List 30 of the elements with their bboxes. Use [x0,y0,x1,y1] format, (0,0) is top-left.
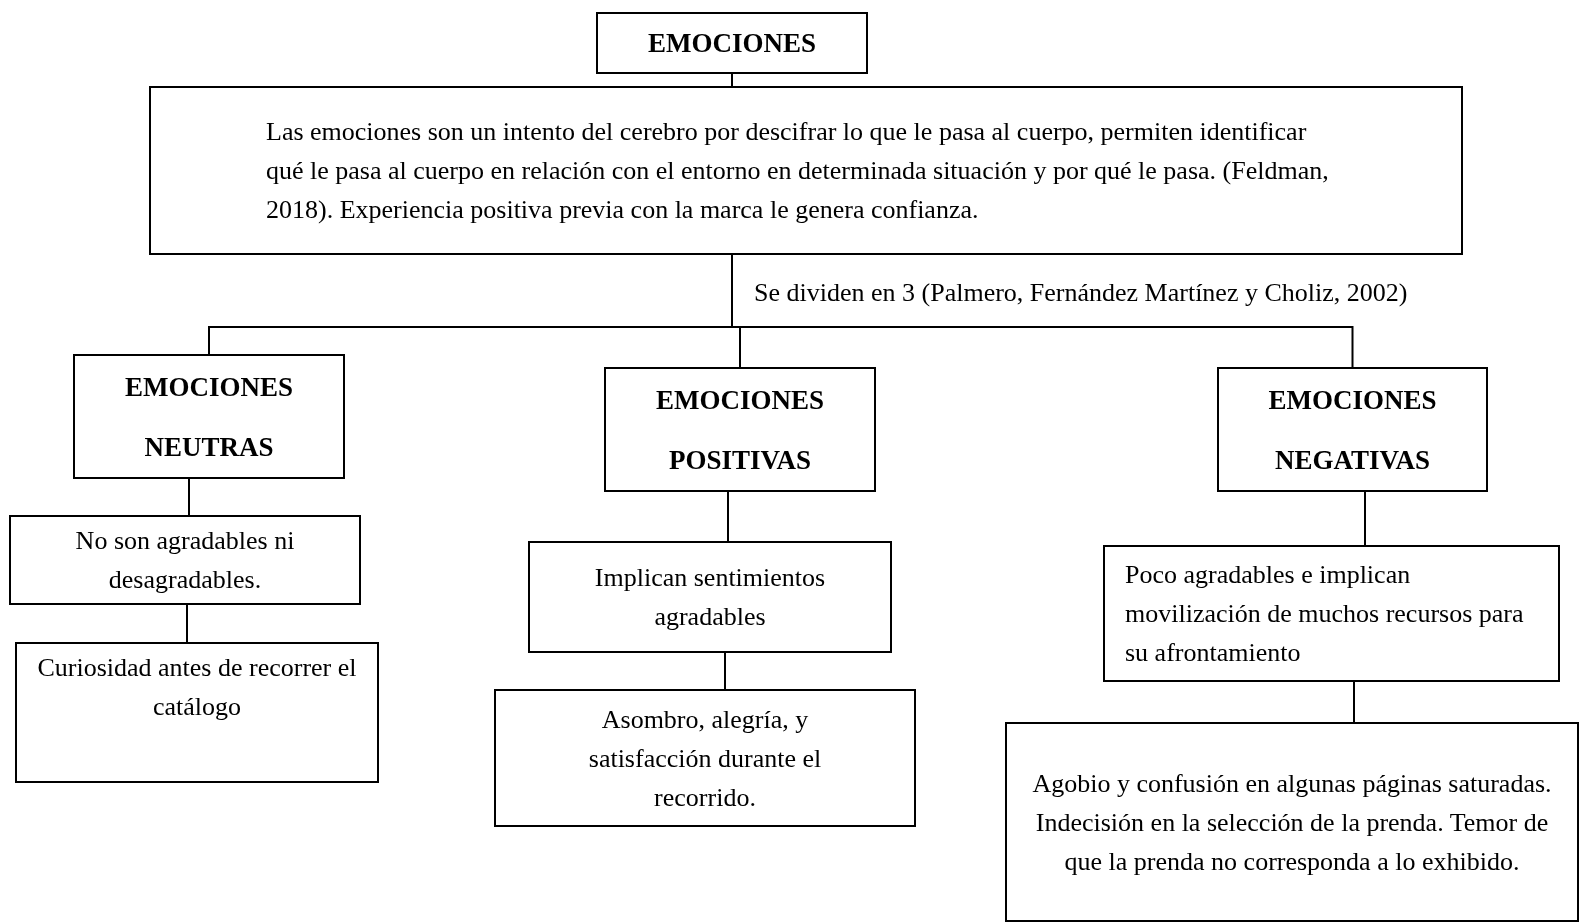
definition-box [149,86,1463,255]
description-box [1103,545,1560,682]
example-box [494,689,916,827]
connector-line [724,652,726,690]
box-text: Agobio y confusión en algunas páginas saturadas. Indecisión en la selección de la prenda. Temor de que la prenda no corresponda a lo exhibido. [1032,768,1552,876]
connector-line [731,73,733,87]
category-box [1217,367,1488,492]
example-box [15,642,379,783]
box-text: Las emociones son un intento del cerebro por descifrar lo que le pasa al cuerpo, permiten identificar qué le pasa al cuerpo en relación con el entorno en determinada situación y por qué le pasa. (Feldman, 2018). Experiencia positiva previa con la marca le genera confianza. [266,117,1329,224]
category-box [604,367,876,492]
box-text: Implican sentimientos agradables [594,563,826,631]
box-text: Asombro, alegría, y satisfacción durante el recorrido. [588,704,822,812]
description-box [528,541,892,653]
connector-line [727,491,729,542]
box-text: Curiosidad antes de recorrer el catálogo [37,653,357,721]
connector-line [1353,681,1355,723]
connector-line [1364,491,1366,546]
title-box [596,12,868,74]
box-text: Poco agradables e implican movilización de muchos recursos para su afrontamiento [1125,560,1524,667]
category-box [73,354,345,479]
category-title: EMOCIONES POSITIVAS [656,384,824,475]
annotation-text: Se dividen en 3 (Palmero, Fernández Martínez y Choliz, 2002) [754,278,1408,308]
connector-line [188,478,190,516]
example-box [1005,722,1579,922]
category-title: EMOCIONES [648,28,816,58]
category-title: EMOCIONES NEGATIVAS [1268,384,1437,475]
category-title: EMOCIONES NEUTRAS [125,371,293,462]
description-box [9,515,361,605]
box-text: No son agradables ni desagradables. [75,526,295,594]
connector-line [186,604,188,643]
